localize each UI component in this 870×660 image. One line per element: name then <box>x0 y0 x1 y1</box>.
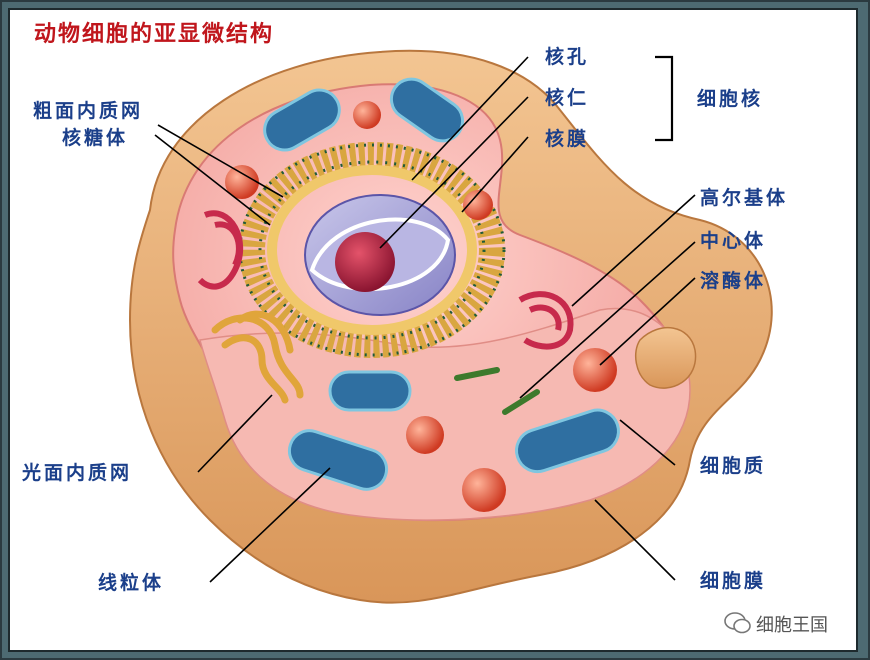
label-centriole: 中心体 <box>700 230 767 252</box>
leader-lines <box>154 55 696 583</box>
nucleus-shape <box>304 194 456 316</box>
centriole-shapes <box>454 367 540 415</box>
smooth-er-shape <box>211 310 304 404</box>
label-nucleus: 细胞核 <box>697 88 764 110</box>
label-nuclear-envelope: 核膜 <box>545 128 590 150</box>
label-golgi: 高尔基体 <box>700 187 789 209</box>
label-smooth-er: 光面内质网 <box>22 462 133 484</box>
label-nucleolus: 核仁 <box>545 87 590 109</box>
label-mitochondrion: 线粒体 <box>98 572 165 594</box>
rough-er-shape <box>238 142 506 358</box>
label-rough-er: 粗面内质网 <box>33 100 144 122</box>
label-cytoplasm: 细胞质 <box>700 455 767 477</box>
golgi-shapes <box>197 210 574 350</box>
diagram-title: 动物细胞的亚显微结构 <box>34 21 275 47</box>
wechat-logo-icon <box>724 612 751 634</box>
label-lysosome: 溶酶体 <box>700 270 767 292</box>
label-ribosome: 核糖体 <box>62 127 129 149</box>
label-nuclear-pore: 核孔 <box>545 46 590 68</box>
label-cell-membrane: 细胞膜 <box>700 570 767 592</box>
watermark-text: 细胞王国 <box>756 615 828 636</box>
mitochondria-shapes <box>263 77 620 491</box>
cell-notch <box>634 326 697 389</box>
